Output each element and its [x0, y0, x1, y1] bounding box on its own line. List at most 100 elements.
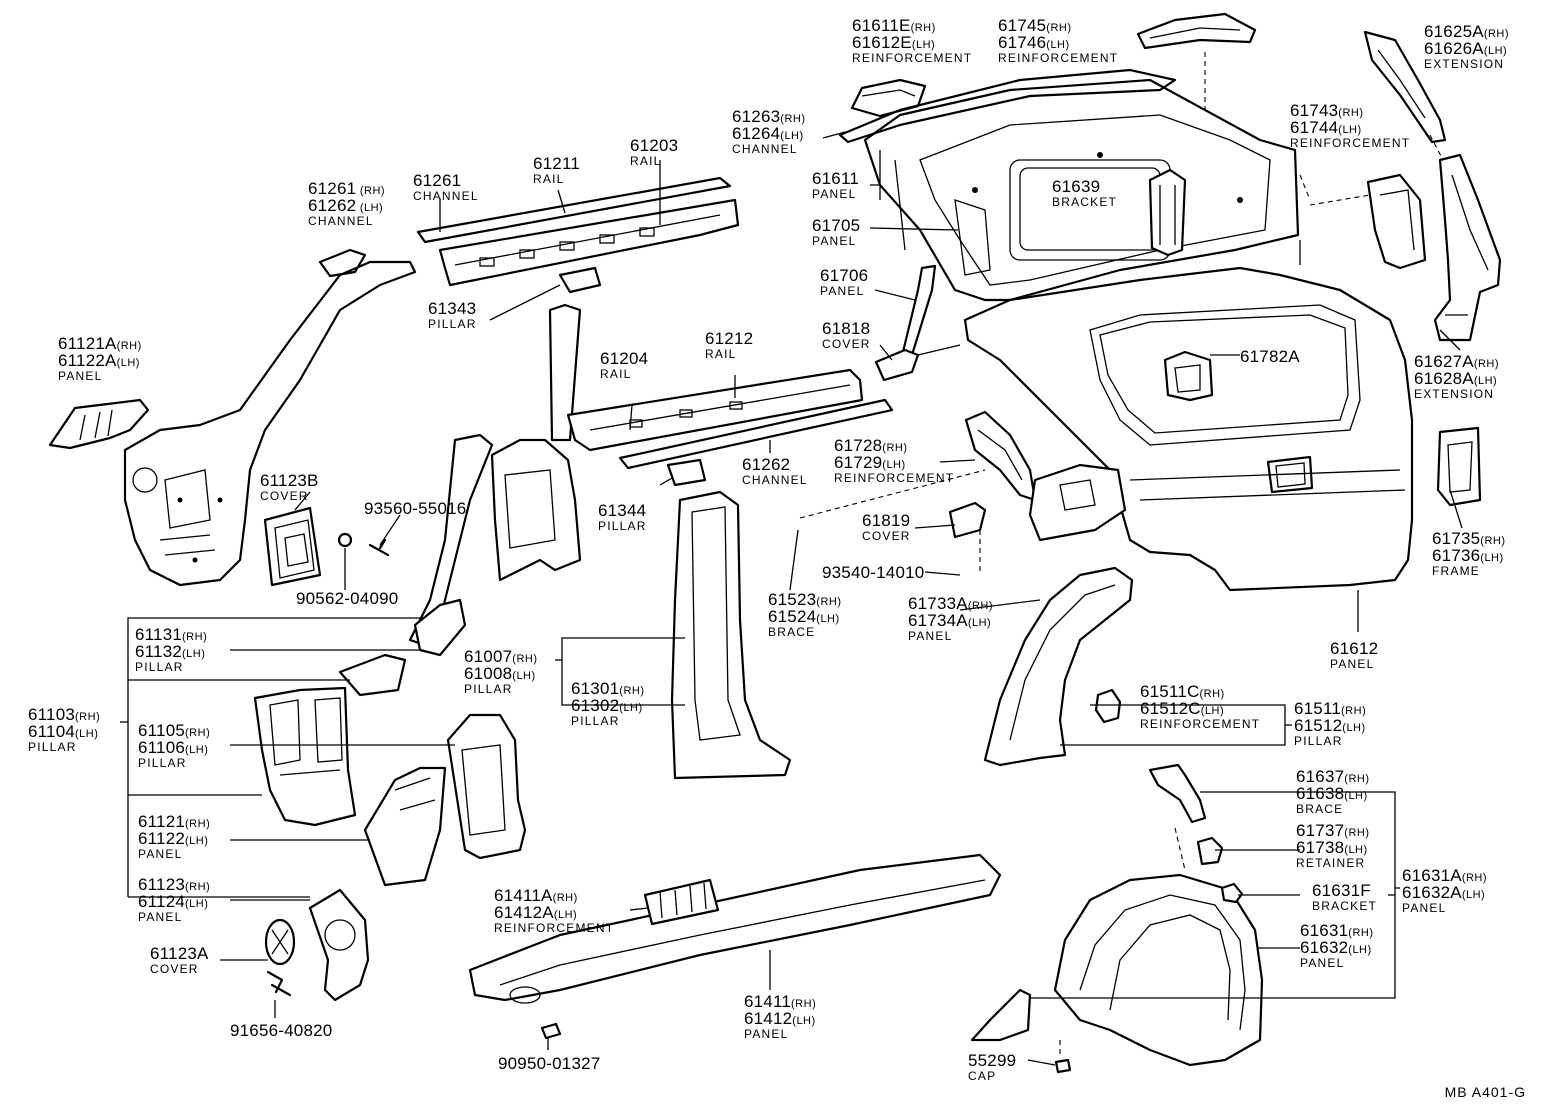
part-61745-reinforcement	[1136, 12, 1257, 50]
part-61627A-extension	[1433, 153, 1502, 342]
label-61735: 61735(RH) 61736(LH) FRAME	[1432, 529, 1506, 578]
label-61819: 61819 COVER	[862, 511, 911, 543]
label-61705: 61705 PANEL	[812, 216, 861, 248]
label-61631F: 61631F BRACKET	[1312, 881, 1378, 913]
label-61105: 61105(RH) 61106(LH) PILLAR	[138, 721, 211, 770]
label-61737: 61737(RH) 61738(LH) RETAINER	[1296, 821, 1370, 870]
label-61121: 61121(RH) 61122(LH) PANEL	[138, 812, 211, 861]
part-93560-55016	[368, 538, 390, 557]
part-61735-frame	[1436, 426, 1482, 507]
label-61612: 61612 PANEL	[1330, 639, 1379, 671]
part-61631-panel	[1053, 873, 1264, 1067]
label-61782A: 61782A	[1240, 347, 1300, 366]
label-61639: 61639 BRACKET	[1052, 177, 1118, 209]
label-61204: 61204 RAIL	[600, 349, 649, 381]
label-61743: 61743(RH) 61744(LH) REINFORCEMENT	[1290, 101, 1411, 150]
label-61523: 61523(RH) 61524(LH) BRACE	[768, 590, 842, 639]
label-61625A: 61625A(RH) 61626A(LH) EXTENSION	[1424, 22, 1510, 71]
label-61637: 61637(RH) 61638(LH) BRACE	[1296, 767, 1370, 816]
label-93540: 93540-14010	[822, 563, 925, 582]
part-61737-retainer	[1196, 836, 1224, 866]
part-61103-pillar-assembly	[123, 260, 417, 587]
part-61123-panel	[308, 888, 370, 1002]
part-61625A-extension	[1363, 30, 1447, 144]
label-90950: 90950-01327	[498, 1054, 601, 1073]
part-61511C-reinforcement	[1094, 688, 1122, 724]
label-61301: 61301(RH) 61302(LH) PILLAR	[571, 679, 645, 728]
part-61631F-bracket	[1220, 882, 1244, 904]
label-61631: 61631(RH) 61632(LH) PANEL	[1300, 921, 1374, 970]
part-61637-brace	[1148, 763, 1207, 824]
part-61204-rail	[566, 368, 864, 452]
part-61007-pillar	[490, 303, 582, 582]
label-61611: 61611 PANEL	[812, 169, 860, 201]
part-61706-panel	[900, 264, 937, 358]
label-61627A: 61627A(RH) 61628A(LH) EXTENSION	[1414, 352, 1500, 401]
part-61343-pillar	[558, 266, 602, 294]
part-61263-channel	[838, 68, 1177, 144]
part-61612-panel	[963, 266, 1414, 592]
label-61411A: 61411A(RH) 61412A(LH) REINFORCEMENT	[494, 886, 615, 935]
label-61123B: 61123B COVER	[260, 471, 319, 503]
label-61261RH: 61261 (RH) 61262 (LH) CHANNEL	[308, 179, 386, 228]
catalog-code: MB A401-G	[1444, 1084, 1526, 1100]
label-61211: 61211 RAIL	[533, 154, 581, 186]
part-61105-pillar	[253, 686, 357, 827]
label-90562: 90562-04090	[296, 589, 399, 608]
part-61301-pillar	[670, 490, 792, 780]
label-61343: 61343 PILLAR	[428, 299, 477, 331]
part-61211-rail	[416, 176, 732, 244]
label-61123A: 61123A COVER	[150, 944, 209, 976]
leader-lines	[120, 131, 1463, 1066]
label-61728: 61728(RH) 61729(LH) REINFORCEMENT	[834, 436, 955, 485]
label-61818: 61818 COVER	[822, 319, 871, 351]
part-61262-channel	[618, 398, 894, 470]
label-61212: 61212 RAIL	[705, 329, 754, 361]
part-61818-cover	[874, 344, 961, 382]
label-61706: 61706 PANEL	[820, 266, 869, 298]
label-61263: 61263(RH) 61264(LH) CHANNEL	[732, 107, 806, 156]
part-90562-04090	[337, 532, 353, 548]
part-61131-pillar	[408, 433, 494, 657]
label-61121A: 61121A(RH) 61122A(LH) PANEL	[58, 334, 142, 383]
label-93560: 93560-55016	[364, 499, 467, 518]
part-61121A-panel	[48, 398, 150, 450]
label-61344: 61344 PILLAR	[598, 501, 647, 533]
part-61123B-cover	[263, 506, 322, 587]
label-55299: 55299 CAP	[968, 1051, 1017, 1083]
part-61131-lower	[338, 653, 407, 697]
part-61733A-panel	[1028, 463, 1127, 542]
label-61733A: 61733A(RH) 61734A(LH) PANEL	[908, 594, 994, 643]
label-61262: 61262 CHANNEL	[742, 455, 808, 487]
part-61261-channel	[318, 248, 367, 278]
part-61411A-reinforcement	[643, 878, 720, 926]
part-61123A-cover	[264, 918, 296, 966]
part-61782A	[1163, 350, 1214, 402]
part-90950-01327	[540, 1022, 562, 1040]
label-61511C: 61511C(RH) 61512C(LH) REINFORCEMENT	[1140, 682, 1261, 731]
part-61203-rail	[438, 198, 740, 287]
part-61743-reinforcement	[1366, 173, 1427, 270]
label-61203: 61203 RAIL	[630, 136, 679, 168]
part-61121-panel	[363, 766, 447, 887]
part-55299-cap	[970, 988, 1072, 1074]
part-61511-pillar	[983, 566, 1134, 767]
part-61639-bracket	[1148, 168, 1187, 257]
label-61411: 61411(RH) 61412(LH) PANEL	[744, 992, 817, 1041]
part-61611E-reinforcement	[850, 78, 927, 118]
part-61728-reinforcement	[964, 410, 1037, 502]
label-61261: 61261 CHANNEL	[413, 171, 479, 203]
part-61819-cover	[948, 501, 987, 539]
part-61344-pillar	[666, 458, 707, 487]
label-61123: 61123(RH) 61124(LH) PANEL	[138, 875, 211, 924]
label-61131: 61131(RH) 61132(LH) PILLAR	[135, 625, 208, 674]
dashed-guide-lines	[799, 52, 1443, 1058]
label-61611E: 61611E(RH) 61612E(LH) REINFORCEMENT	[852, 16, 973, 65]
part-61705-panel	[954, 199, 991, 276]
label-61007: 61007(RH) 61008(LH) PILLAR	[464, 647, 538, 696]
part-61105-inner-pillar	[446, 713, 527, 860]
label-61103: 61103(RH) 61104(LH) PILLAR	[28, 705, 101, 754]
label-91656: 91656-40820	[230, 1021, 333, 1040]
